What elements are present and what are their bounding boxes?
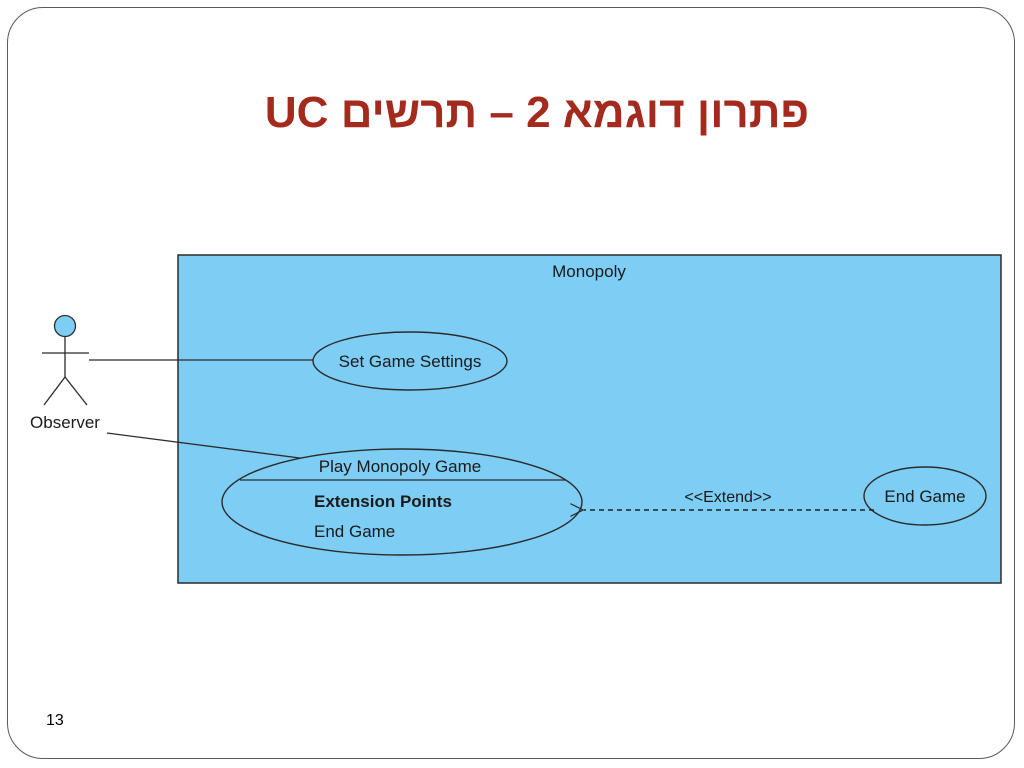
use-case-label: Play Monopoly Game <box>319 457 482 476</box>
use-case-set-game-settings[interactable]: Set Game Settings <box>312 331 508 391</box>
use-case-play-monopoly-game[interactable]: Play Monopoly Game Extension Points End … <box>221 448 583 556</box>
slide-frame <box>7 7 1015 759</box>
slide-title: פתרון דוגמא 2 – תרשים UC <box>264 88 810 137</box>
actor-observer[interactable]: Observer <box>30 314 100 433</box>
use-case-end-game[interactable]: End Game <box>863 466 987 526</box>
actor-name: Observer <box>30 413 100 432</box>
use-case-ellipse <box>863 466 987 526</box>
use-case-label: End Game <box>884 487 965 506</box>
use-case-label: Set Game Settings <box>339 352 482 371</box>
extend-relationship: <<Extend>> <box>570 489 874 517</box>
actor-right-leg <box>64 376 88 406</box>
system-name: Monopoly <box>552 262 626 281</box>
extension-point: End Game <box>314 522 395 541</box>
extend-label: <<Extend>> <box>684 489 771 506</box>
actor-left-leg <box>43 376 66 406</box>
extension-points-header: Extension Points <box>314 492 452 511</box>
use-case-ellipse <box>221 448 583 556</box>
actor-head <box>53 314 77 338</box>
use-case-ellipse <box>312 331 508 391</box>
association-observer-play-monopoly-game <box>106 432 316 461</box>
page-number: 13 <box>46 712 64 729</box>
